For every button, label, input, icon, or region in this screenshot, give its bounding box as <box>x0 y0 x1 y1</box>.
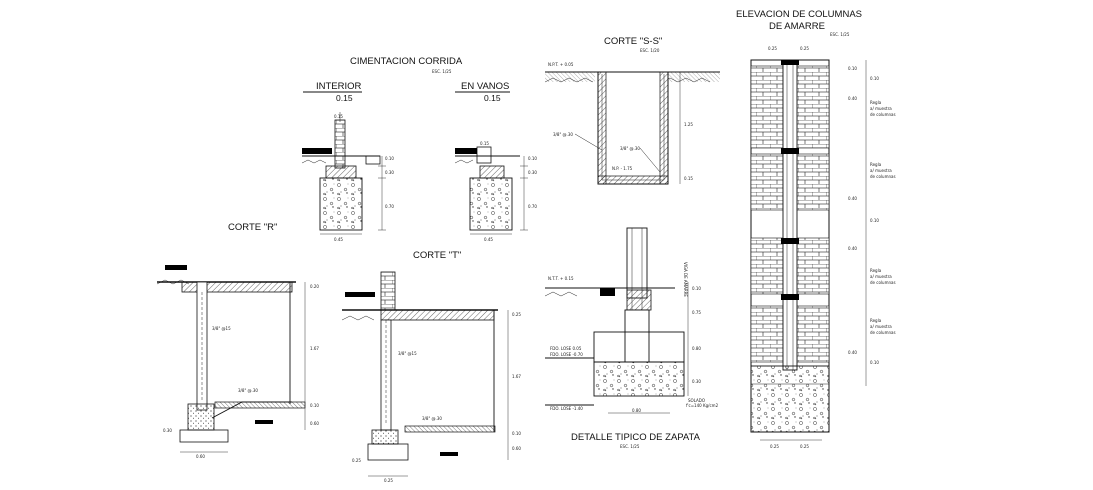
svg-text:N.P. - 1.75: N.P. - 1.75 <box>612 166 633 171</box>
svg-text:a/ muestra: a/ muestra <box>870 168 892 173</box>
cimentacion-corrida-title: CIMENTACION CORRIDA <box>350 56 463 67</box>
svg-text:SOLADO: SOLADO <box>688 398 705 403</box>
svg-text:0.30: 0.30 <box>385 170 394 175</box>
svg-text:f'c=140 Kg/cm2: f'c=140 Kg/cm2 <box>686 403 719 408</box>
svg-text:ESC. 1/25: ESC. 1/25 <box>830 32 850 37</box>
svg-text:0.10: 0.10 <box>512 431 521 436</box>
svg-text:Regla: Regla <box>870 318 882 323</box>
svg-text:a/ muestra: a/ muestra <box>870 324 892 329</box>
svg-text:0.70: 0.70 <box>528 204 537 209</box>
svg-text:FDO. LOSE -1.40: FDO. LOSE -1.40 <box>550 406 583 411</box>
interior-label: INTERIOR <box>316 81 362 92</box>
svg-text:0.25: 0.25 <box>768 46 777 51</box>
corte-r-section: CORTE "R" 0.20 1.67 0.10 0.60 3/8" @15 3… <box>156 222 319 459</box>
svg-text:0.45: 0.45 <box>334 237 343 242</box>
svg-text:0.45: 0.45 <box>484 237 493 242</box>
svg-text:Regla: Regla <box>870 100 882 105</box>
svg-text:0.10: 0.10 <box>848 66 857 71</box>
svg-text:0.60: 0.60 <box>196 454 205 459</box>
svg-text:0.25: 0.25 <box>512 312 521 317</box>
svg-text:3/8" @.30: 3/8" @.30 <box>422 416 442 421</box>
svg-text:0.40: 0.40 <box>848 350 857 355</box>
svg-text:0.25: 0.25 <box>800 444 809 449</box>
svg-text:0.30: 0.30 <box>163 428 172 433</box>
svg-text:de columnas: de columnas <box>870 174 896 179</box>
svg-text:0.30: 0.30 <box>528 170 537 175</box>
en-vanos-width: 0.15 <box>484 93 501 103</box>
corte-t-section: CORTE "T" 0.25 1.67 0.10 0.60 3/8" @15 3… <box>341 250 521 483</box>
svg-text:0.30: 0.30 <box>692 379 701 384</box>
elevacion-title-line1: ELEVACION DE COLUMNAS <box>736 9 862 20</box>
svg-text:0.10: 0.10 <box>870 218 879 223</box>
detalle-zapata-title: DETALLE TIPICO DE ZAPATA <box>571 432 701 443</box>
corte-ss-title: CORTE "S-S" <box>604 36 662 47</box>
svg-text:0.15: 0.15 <box>480 141 489 146</box>
elevacion-title-line2: DE AMARRE <box>769 21 825 32</box>
svg-text:0.10: 0.10 <box>870 360 879 365</box>
svg-text:0.25: 0.25 <box>770 444 779 449</box>
svg-text:1.67: 1.67 <box>310 346 319 351</box>
svg-text:a/ muestra: a/ muestra <box>870 106 892 111</box>
svg-text:N.T.T. + 0.15: N.T.T. + 0.15 <box>548 276 574 281</box>
svg-text:0.15: 0.15 <box>334 114 343 119</box>
svg-text:0.25: 0.25 <box>352 458 361 463</box>
corte-r-title: CORTE "R" <box>228 222 277 233</box>
en-vanos-label: EN VANOS <box>461 81 509 92</box>
svg-text:3/8" @.30: 3/8" @.30 <box>238 388 258 393</box>
en-vanos-footing-detail: 0.10 0.30 0.70 0.45 0.15 <box>454 141 537 242</box>
svg-text:0.10: 0.10 <box>310 403 319 408</box>
svg-text:1.67: 1.67 <box>512 374 521 379</box>
corte-t-title: CORTE "T" <box>413 250 461 261</box>
svg-text:0.20: 0.20 <box>310 284 319 289</box>
corte-ss-section: CORTE "S-S" ESC. 1/20 1.25 0.15 N.P.T. +… <box>544 36 720 185</box>
svg-text:0.80: 0.80 <box>692 346 701 351</box>
svg-text:VIGA DE AMARRE: VIGA DE AMARRE <box>683 262 688 297</box>
svg-text:0.40: 0.40 <box>848 246 857 251</box>
detalle-zapata-section: 0.10 0.75 0.80 0.30 N.T.T. + 0.15 FDO. L… <box>544 227 719 449</box>
svg-text:3/8" @15: 3/8" @15 <box>398 351 417 356</box>
svg-text:ESC. 1/20: ESC. 1/20 <box>640 48 660 53</box>
svg-text:3/8" @.30: 3/8" @.30 <box>620 146 640 151</box>
svg-text:0.10: 0.10 <box>528 156 537 161</box>
svg-text:0.10: 0.10 <box>385 156 394 161</box>
interior-width: 0.15 <box>336 93 353 103</box>
svg-text:a/ muestra: a/ muestra <box>870 274 892 279</box>
svg-text:0.10: 0.10 <box>870 76 879 81</box>
interior-footing-detail: 0.10 0.30 0.70 0.45 0.15 <box>301 112 394 242</box>
svg-text:0.60: 0.60 <box>310 421 319 426</box>
svg-text:ESC. 1/25: ESC. 1/25 <box>620 444 640 449</box>
elevacion-columnas-section: ELEVACION DE COLUMNAS DE AMARRE ESC. 1/2… <box>736 9 896 449</box>
svg-text:0.10: 0.10 <box>692 286 701 291</box>
svg-text:FDO. LOSE 0.05: FDO. LOSE 0.05 <box>550 346 582 351</box>
svg-text:0.15: 0.15 <box>684 176 693 181</box>
svg-text:0.25: 0.25 <box>800 46 809 51</box>
svg-text:Regla: Regla <box>870 268 882 273</box>
svg-text:1.25: 1.25 <box>684 122 693 127</box>
svg-text:de columnas: de columnas <box>870 280 896 285</box>
svg-text:Regla: Regla <box>870 162 882 167</box>
svg-text:0.70: 0.70 <box>385 204 394 209</box>
svg-text:0.25: 0.25 <box>384 478 393 483</box>
svg-text:3/8" @.30: 3/8" @.30 <box>553 132 573 137</box>
svg-text:FDO. LOSE -0.70: FDO. LOSE -0.70 <box>550 352 583 357</box>
svg-text:3/8" @15: 3/8" @15 <box>212 326 231 331</box>
svg-text:de columnas: de columnas <box>870 330 896 335</box>
svg-text:0.40: 0.40 <box>848 196 857 201</box>
svg-text:0.80: 0.80 <box>632 408 641 413</box>
svg-text:0.40: 0.40 <box>848 96 857 101</box>
svg-text:0.60: 0.60 <box>512 446 521 451</box>
svg-text:0.75: 0.75 <box>692 310 701 315</box>
svg-text:de columnas: de columnas <box>870 112 896 117</box>
cimentacion-corrida-section: CIMENTACION CORRIDA ESC. 1/25 INTERIOR 0… <box>301 56 537 242</box>
scale-note: ESC. 1/25 <box>432 69 452 74</box>
svg-text:N.P.T. + 0.05: N.P.T. + 0.05 <box>548 62 574 67</box>
